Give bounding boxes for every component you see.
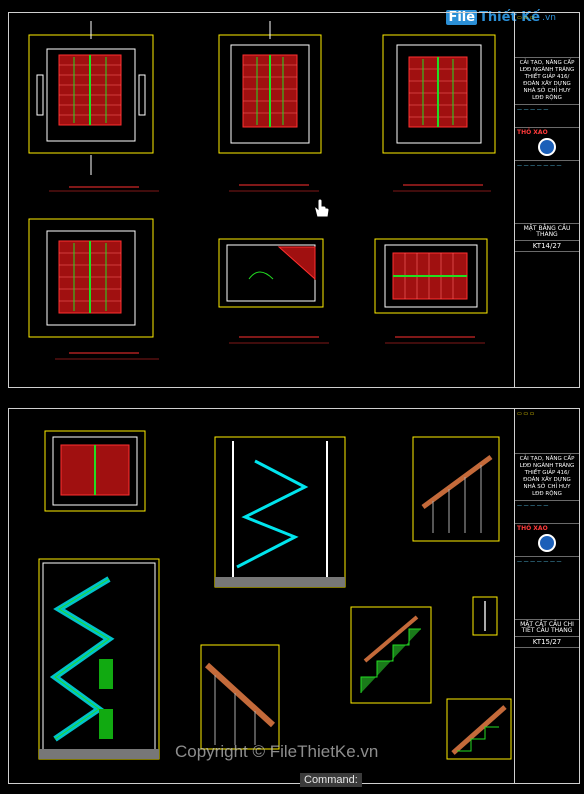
step-detail [350,606,432,704]
tb2-project: CẢI TẠO, NÂNG CẤP LĐĐ NGÀNH TRÁNG THIẾT … [515,454,579,501]
org-seal-icon [538,138,556,156]
title-block-1[interactable]: ▭ ▭ ▭ CẢI TẠO, NÂNG CẤP LĐĐ NGÀNH TRÁNG … [514,13,579,387]
railing-detail-top [412,436,500,542]
brand-logo: File Thiết Kế .vn [446,10,556,25]
tb2-info: — — — — — [515,501,579,524]
tb2-stamp: ▭ ▭ ▭ [517,411,535,417]
tb2-drawing-name: MẶT CẮT CẦU CHI TIẾT CẦU THANG [515,620,579,637]
title-block-2[interactable]: ▭ ▭ ▭ CẢI TẠO, NÂNG CẤP LĐĐ NGÀNH TRÁNG … [514,409,579,783]
stair-plan-top [374,238,488,344]
tb-project: CẢI TẠO, NÂNG CẤP LĐĐ NGÀNH TRÁNG THIẾT … [515,58,579,105]
tb2-header: ▭ ▭ ▭ [515,409,579,454]
stair-plans-drawing[interactable] [9,13,515,387]
stair-plan-small [44,430,146,512]
tb2-sheet-number: KT15/27 [515,637,579,648]
brand-prefix: File [446,10,478,25]
stair-plan-roof [218,238,329,344]
handrail-detail [446,698,512,760]
tb2-organization: THỎ XAO [517,525,548,532]
brand-name: Thiết Kế [479,10,541,25]
tb-info: — — — — — [515,105,579,128]
tb2-org-block: THỎ XAO [515,524,579,557]
tb-org-block: THỎ XAO [515,128,579,161]
tb-drawing-name: MẶT BẰNG CẦU THANG [515,224,579,241]
tb-signature-lines: — — — — — — — [517,163,562,169]
tb-stamp: ▭ ▭ ▭ [517,15,535,21]
tb-sheet-number: KT14/27 [515,241,579,252]
detail-small [472,596,498,636]
tb2-info-lines: — — — — — [517,503,549,509]
tb-header: ▭ ▭ ▭ [515,13,579,58]
railing-detail-lower [200,644,280,750]
drawing-sheet-2[interactable]: ▭ ▭ ▭ CẢI TẠO, NÂNG CẤP LĐĐ NGÀNH TRÁNG … [8,408,580,784]
stair-plan-level-1 [28,21,159,192]
tb-info-lines: — — — — — [517,107,549,113]
tb-signatures: — — — — — — — [515,161,579,224]
stair-sections-drawing[interactable] [9,409,515,783]
stair-section-large [38,558,160,760]
hand-cursor-icon [314,198,330,218]
copyright-watermark: Copyright © FileThietKe.vn [175,742,379,761]
stair-section-middle [214,436,346,588]
drawing-sheet-1[interactable]: ▭ ▭ ▭ CẢI TẠO, NÂNG CẤP LĐĐ NGÀNH TRÁNG … [8,12,580,388]
org-seal-icon [538,534,556,552]
command-line[interactable]: Command: [300,773,362,787]
stair-plan-level-4 [28,218,159,360]
tb2-signature-lines: — — — — — — — [517,559,562,565]
tb2-signatures: — — — — — — — [515,557,579,620]
brand-tld: .vn [542,12,556,23]
stair-plan-level-3 [382,34,496,192]
tb-organization: THỎ XAO [517,129,548,136]
stair-plan-level-2 [218,21,322,192]
